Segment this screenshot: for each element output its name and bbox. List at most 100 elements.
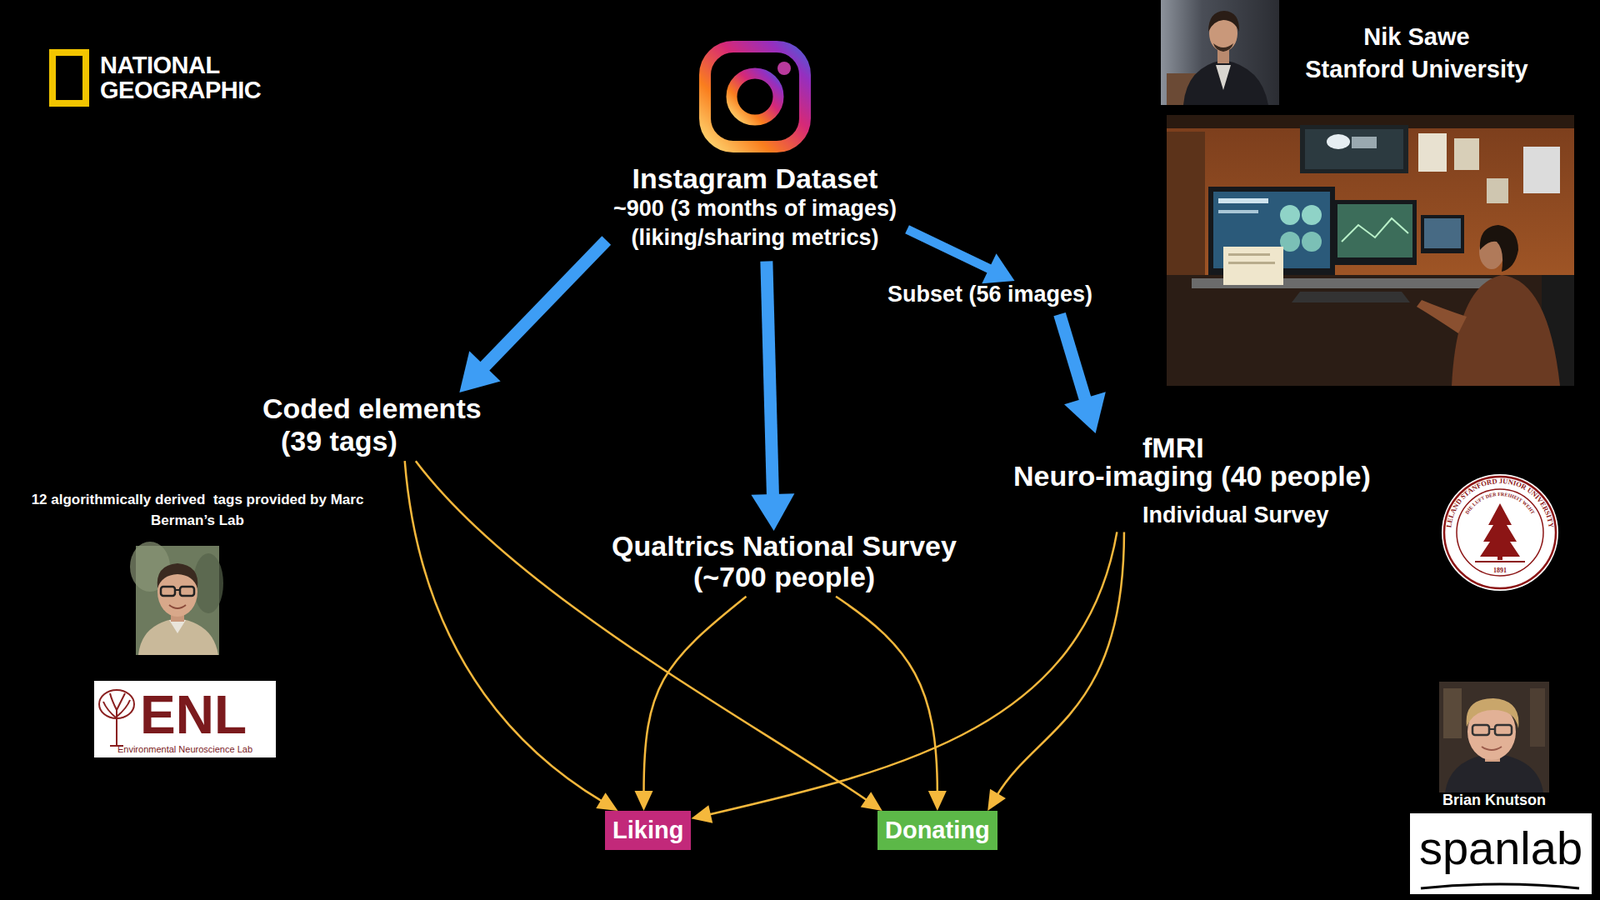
connector-arrow (987, 531, 1125, 811)
portrait-photo (157, 563, 199, 589)
spanlab-logo (1410, 813, 1592, 895)
lab-photo (1166, 115, 1575, 386)
logo-text: spanlab (1419, 825, 1583, 872)
lab-photo (1523, 146, 1560, 194)
arrow-head (981, 253, 1015, 284)
portrait-photo (169, 605, 186, 609)
connector-arrow (405, 460, 619, 811)
lab-photo (1326, 134, 1350, 150)
arrow-head (928, 790, 947, 811)
seal-text: LELAND STANFORD JUNIOR UNIVERSITYDIE LUF… (1444, 476, 1555, 575)
portrait-photo (1160, 0, 1280, 105)
person-name: Nik Sawe (1363, 22, 1470, 52)
portrait-photo (1481, 746, 1502, 750)
lab-photo (1280, 205, 1300, 225)
logo-text: NATIONAL GEOGRAPHIC (100, 52, 271, 104)
lab-photo (1420, 215, 1465, 254)
lab-photo (1218, 198, 1269, 204)
lab-photo (1228, 261, 1275, 265)
natgeo-frame (52, 52, 86, 104)
node-text: Qualtrics National Survey (611, 530, 957, 562)
portrait-photo (1215, 65, 1231, 90)
lab-photo (1451, 275, 1560, 386)
connector-line (644, 596, 747, 793)
lab-photo (1333, 200, 1417, 265)
seal-text: 1891 (1493, 566, 1507, 575)
spanlab-logo (1410, 813, 1592, 895)
lab-photo (1300, 125, 1409, 174)
method-node: fMRINeuro-imaging (40 people)Individual … (1013, 433, 1371, 529)
lab-photo (1291, 291, 1410, 303)
connector-line (1060, 314, 1086, 400)
note-text: 12 algorithmically derived tags provided… (10, 490, 385, 531)
arrow-head (635, 790, 654, 811)
portrait-photo (1208, 10, 1240, 32)
connector-arrow (750, 261, 795, 531)
lab-photo (1424, 218, 1461, 249)
lab-photo (1218, 210, 1259, 214)
portrait-photo (169, 620, 186, 634)
affiliation: Stanford University (1305, 55, 1529, 85)
lab-photo (1351, 136, 1377, 149)
enl-logo (103, 693, 130, 746)
subset-node: Subset (56 images) (887, 280, 1093, 308)
seal-text: LELAND STANFORD JUNIOR UNIVERSITY (1444, 476, 1555, 529)
lab-photo (1301, 205, 1322, 225)
portrait-photo (1439, 681, 1550, 793)
lab-photo (1166, 115, 1575, 386)
node-text: Liking (612, 815, 684, 845)
spanlab-logo (1420, 884, 1580, 889)
lab-photo (1337, 204, 1413, 258)
connector-line (484, 240, 607, 368)
stanford-seal (1444, 476, 1556, 589)
node-text: ~900 (3 months of images) (613, 194, 897, 224)
node-text: Coded elements (262, 392, 482, 425)
logo-text: ENL (140, 688, 247, 742)
lab-photo (1228, 253, 1270, 256)
natgeo-frame (52, 52, 86, 104)
lab-photo (1341, 218, 1409, 242)
lab-photo (1301, 231, 1322, 252)
seal-text: DIE LUFT DER FREIHEIT WEHT (1464, 491, 1535, 515)
lab-photo (1305, 129, 1404, 170)
method-node: Coded elements(39 tags) (262, 392, 482, 458)
node-text: (~700 people) (611, 561, 957, 593)
node-text: Donating (885, 815, 990, 845)
instagram-icon (731, 73, 779, 120)
connector-arrow (635, 596, 747, 811)
portrait-photo (138, 618, 219, 655)
portrait-photo (1439, 681, 1550, 793)
person-name: Brian Knutson (1442, 792, 1546, 810)
portrait-photo (1472, 725, 1490, 735)
portrait-photo (180, 586, 195, 596)
method-node: Qualtrics National Survey(~700 people) (611, 530, 957, 594)
node-text: fMRI (1142, 433, 1371, 462)
outcome-box: Donating (877, 810, 998, 850)
lab-photo (1418, 133, 1447, 172)
lab-photo (1223, 246, 1284, 285)
portrait-photo (1495, 725, 1512, 735)
arrow-head (750, 493, 795, 531)
portrait-photo (1530, 688, 1545, 747)
arrow-head (690, 805, 713, 823)
enl-logo (94, 680, 276, 758)
connector-line (405, 460, 603, 801)
enl-logo (94, 680, 276, 758)
connector-arrow (907, 229, 1015, 284)
connector-line (996, 531, 1124, 795)
connector-arrow (459, 240, 606, 393)
instagram-icon (705, 46, 805, 147)
node-text: Individual Survey (1142, 501, 1371, 529)
outcome-box: Liking (605, 810, 691, 850)
connector-arrow (1060, 314, 1106, 434)
lab-photo (1480, 225, 1519, 272)
node-text: Subset (56 images) (887, 280, 1093, 308)
stanford-seal: LELAND STANFORD JUNIOR UNIVERSITYDIE LUF… (1441, 474, 1559, 591)
lab-photo (1416, 300, 1467, 334)
connector-line (835, 596, 938, 793)
node-text: (liking/sharing metrics) (613, 223, 897, 253)
portrait-photo (1489, 728, 1495, 730)
